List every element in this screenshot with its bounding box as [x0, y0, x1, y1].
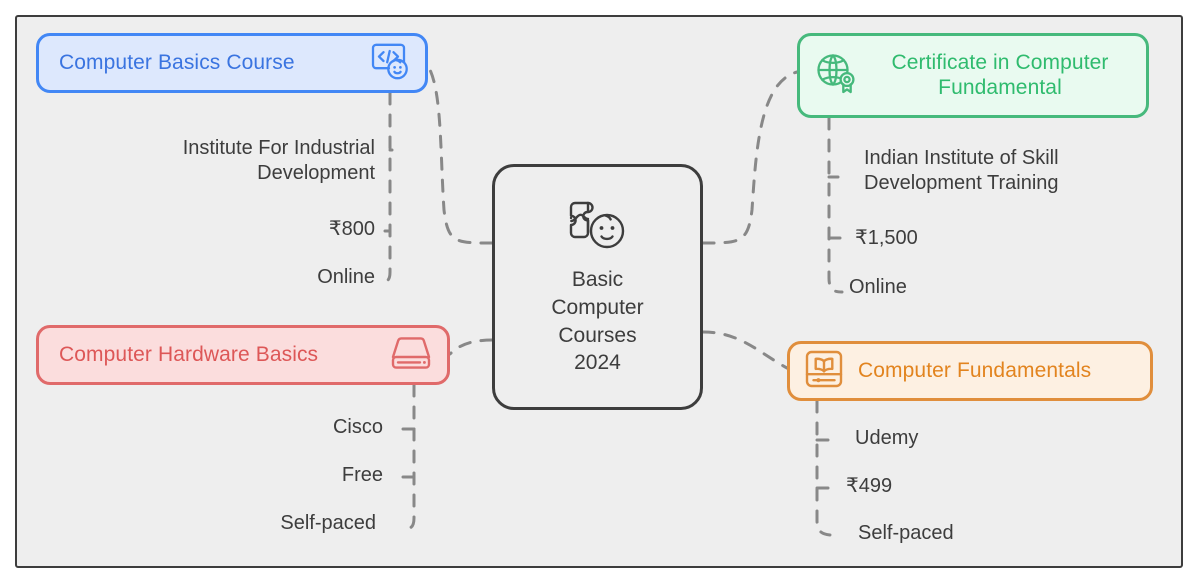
node-certificate-in-computer-fundamental-label: Certificate in Computer Fundamental: [891, 50, 1109, 99]
node-computer-basics-course-label: Computer Basics Course: [59, 50, 295, 74]
puzzle-face-icon: [567, 197, 629, 258]
detail-hardware-provider: Cisco: [332, 416, 383, 438]
node-computer-basics-course[interactable]: Computer Basics Course: [36, 33, 428, 93]
code-face-icon: [369, 40, 411, 87]
center-node-label: Basic Computer Courses 2024: [551, 268, 644, 375]
detail-certificate-provider: Indian Institute of Skill Development Tr…: [864, 147, 1059, 194]
detail-fundamentals-price: ₹499: [846, 475, 893, 497]
node-certificate-in-computer-fundamental[interactable]: Certificate in Computer Fundamental: [797, 33, 1149, 118]
center-node[interactable]: Basic Computer Courses 2024: [492, 164, 703, 410]
detail-hardware-mode: Self-paced: [280, 512, 376, 534]
detail-fundamentals-provider: Udemy: [855, 427, 919, 449]
detail-hardware-price: Free: [341, 464, 383, 486]
detail-certificate-mode: Online: [849, 276, 907, 298]
hard-drive-icon: [389, 335, 433, 376]
node-computer-hardware-basics-label: Computer Hardware Basics: [59, 342, 319, 366]
node-computer-fundamentals-label: Computer Fundamentals: [858, 358, 1092, 382]
node-computer-hardware-basics[interactable]: Computer Hardware Basics: [36, 325, 450, 385]
detail-basics-provider: Institute For Industrial Development: [182, 137, 375, 184]
detail-certificate-price: ₹1,500: [855, 227, 918, 249]
detail-basics-mode: Online: [317, 266, 375, 288]
book-course-icon: [804, 349, 844, 394]
globe-award-icon: [814, 51, 858, 100]
node-computer-fundamentals[interactable]: Computer Fundamentals: [787, 341, 1153, 401]
detail-basics-price: ₹800: [328, 218, 375, 240]
detail-fundamentals-mode: Self-paced: [858, 522, 954, 544]
